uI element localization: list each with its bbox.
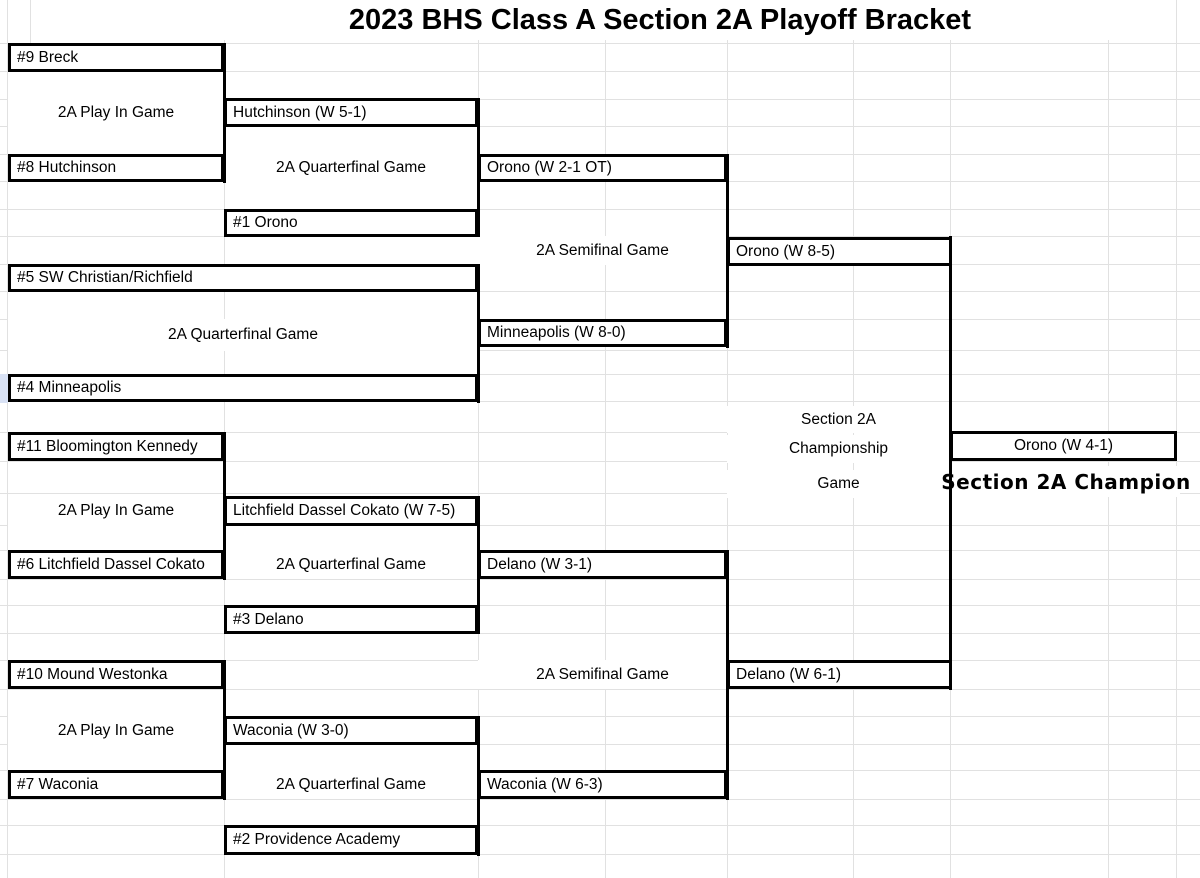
team-cell-sw-christian-richfield[interactable]: #5 SW Christian/Richfield — [8, 264, 478, 292]
championship-label-line1[interactable]: Section 2A — [727, 406, 950, 433]
selected-cell-highlight[interactable] — [0, 374, 8, 403]
gridline-h — [0, 579, 1200, 580]
round-label-quarterfinal-1[interactable]: 2A Quarterfinal Game — [224, 154, 478, 182]
winner-cell-litchfield-w7-5[interactable]: Litchfield Dassel Cokato (W 7-5) — [224, 496, 478, 526]
round-label-play-in-3[interactable]: 2A Play In Game — [8, 716, 224, 745]
round-label-play-in-1[interactable]: 2A Play In Game — [8, 98, 224, 127]
champion-caption[interactable]: Section 2A Champion — [941, 466, 1190, 497]
bracket-title[interactable]: 2023 BHS Class A Section 2A Playoff Brac… — [210, 0, 1110, 40]
gridline-h — [0, 126, 1200, 127]
gridline-h — [0, 291, 1200, 292]
winner-cell-orono-w4-1-champion[interactable]: Orono (W 4-1) — [950, 431, 1177, 461]
gridline-h — [0, 744, 1200, 745]
gridline-h — [0, 689, 1200, 690]
gridline-h — [0, 825, 1200, 826]
team-cell-waconia[interactable]: #7 Waconia — [8, 770, 224, 799]
round-label-quarterfinal-4[interactable]: 2A Quarterfinal Game — [224, 770, 478, 799]
gridline-v — [30, 0, 31, 43]
winner-cell-waconia-w6-3[interactable]: Waconia (W 6-3) — [478, 770, 727, 799]
championship-label-line2[interactable]: Championship — [727, 435, 950, 463]
team-cell-litchfield-dassel-cokato[interactable]: #6 Litchfield Dassel Cokato — [8, 550, 224, 579]
gridline-v — [605, 0, 606, 878]
team-cell-delano[interactable]: #3 Delano — [224, 605, 478, 634]
gridline-h — [0, 493, 1200, 494]
gridline-h — [0, 799, 1200, 800]
gridline-h — [0, 525, 1200, 526]
gridline-h — [0, 854, 1200, 855]
round-label-quarterfinal-2[interactable]: 2A Quarterfinal Game — [8, 319, 478, 351]
championship-label-line3[interactable]: Game — [727, 470, 950, 498]
gridline-h — [0, 374, 1200, 375]
gridline-h — [0, 716, 1200, 717]
team-cell-minneapolis[interactable]: #4 Minneapolis — [8, 374, 478, 402]
gridline-h — [0, 209, 1200, 210]
winner-cell-orono-w2-1-ot[interactable]: Orono (W 2-1 OT) — [478, 154, 727, 182]
gridline-h — [0, 461, 1200, 462]
team-cell-bloomington-kennedy[interactable]: #11 Bloomington Kennedy — [8, 432, 224, 461]
round-label-quarterfinal-3[interactable]: 2A Quarterfinal Game — [224, 550, 478, 579]
team-cell-orono[interactable]: #1 Orono — [224, 209, 478, 237]
gridline-h — [0, 350, 1200, 351]
gridline-h — [0, 71, 1200, 72]
bracket-connector-line — [949, 236, 952, 690]
round-label-semifinal-2[interactable]: 2A Semifinal Game — [478, 660, 727, 689]
winner-cell-delano-w3-1[interactable]: Delano (W 3-1) — [478, 550, 727, 579]
winner-cell-hutchinson-w5-1[interactable]: Hutchinson (W 5-1) — [224, 98, 478, 127]
team-cell-hutchinson[interactable]: #8 Hutchinson — [8, 154, 224, 182]
gridline-h — [0, 633, 1200, 634]
team-cell-providence-academy[interactable]: #2 Providence Academy — [224, 825, 478, 855]
winner-cell-waconia-w3-0[interactable]: Waconia (W 3-0) — [224, 716, 478, 745]
team-cell-mound-westonka[interactable]: #10 Mound Westonka — [8, 660, 224, 689]
gridline-h — [0, 605, 1200, 606]
team-cell-breck[interactable]: #9 Breck — [8, 43, 224, 72]
gridline-h — [0, 401, 1200, 402]
round-label-play-in-2[interactable]: 2A Play In Game — [8, 496, 224, 526]
gridline-h — [0, 99, 1200, 100]
round-label-semifinal-1[interactable]: 2A Semifinal Game — [478, 236, 727, 265]
winner-cell-minneapolis-w8-0[interactable]: Minneapolis (W 8-0) — [478, 319, 727, 347]
gridline-h — [0, 43, 1200, 44]
gridline-v — [7, 0, 8, 878]
gridline-h — [0, 432, 1200, 433]
winner-cell-delano-w6-1[interactable]: Delano (W 6-1) — [727, 660, 952, 689]
gridline-v — [478, 0, 479, 878]
winner-cell-orono-w8-5[interactable]: Orono (W 8-5) — [727, 237, 952, 266]
